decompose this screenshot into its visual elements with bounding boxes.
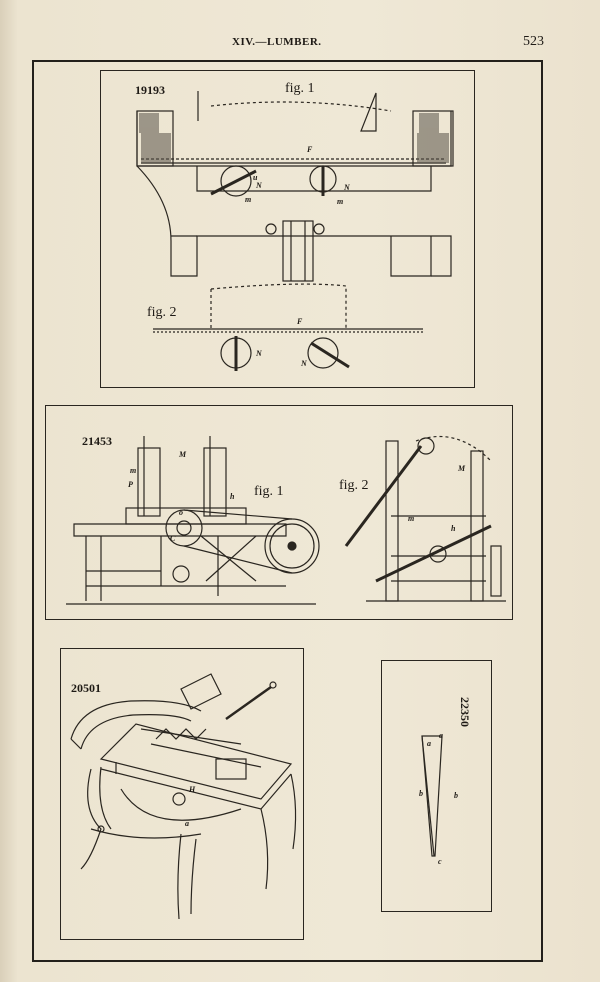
label-N-left: N [256,181,262,190]
label-C: C [170,534,176,543]
label-F-lower: F [297,317,303,326]
label-N-lower-right: N [301,359,307,368]
plate-20501-drawing [70,673,297,920]
label-m-right: m [337,197,344,206]
label-N-right: N [344,183,350,192]
label-u: u [253,173,258,182]
label-F-upper: F [307,145,313,154]
running-head: XIV.—LUMBER. 523 [0,34,600,54]
label-h-fig2: h [451,524,456,533]
section-title: XIV.—LUMBER. [232,36,322,48]
page-number: 523 [523,34,544,49]
fig2-label: fig. 2 [147,305,177,320]
label-c: c [438,857,442,866]
fig1-label: fig. 1 [285,81,315,96]
plate-number: 21453 [82,434,112,448]
label-M-fig2: M [458,464,466,473]
plate-21453-drawing [66,435,506,605]
label-b-right: b [454,791,458,800]
label-a: a [185,819,189,828]
fig1-label: fig. 1 [254,484,284,499]
label-m-left: m [245,195,252,204]
fig2-label: fig. 2 [339,478,369,493]
label-P: P [128,480,133,489]
label-m-fig1: m [130,466,137,475]
plate-number: 19193 [135,83,165,97]
plate-22350-drawing [421,735,443,857]
label-h-fig1: h [230,492,235,501]
label-M-fig1: M [179,450,187,459]
plate-21453: 21453 fig. 1 fig. 2 M m P h o C M m h [45,405,513,620]
label-H: H [189,785,196,794]
plate-22350: 22350 a a b b c [381,660,492,912]
illustration-frame [32,60,543,962]
label-N-lower-left: N [256,349,262,358]
label-a-top: a [439,731,443,740]
label-a-left: a [427,739,431,748]
plate-19193: 19193 fig. 1 fig. 2 F u N m N m F N N [100,70,475,388]
plate-number: 20501 [71,681,101,695]
label-m-fig2: m [408,514,415,523]
label-b-left: b [419,789,423,798]
plate-20501: 20501 H a [60,648,304,940]
label-o: o [179,508,183,517]
plate-number: 22350 [458,697,472,727]
plate-19193-drawing [136,91,454,371]
